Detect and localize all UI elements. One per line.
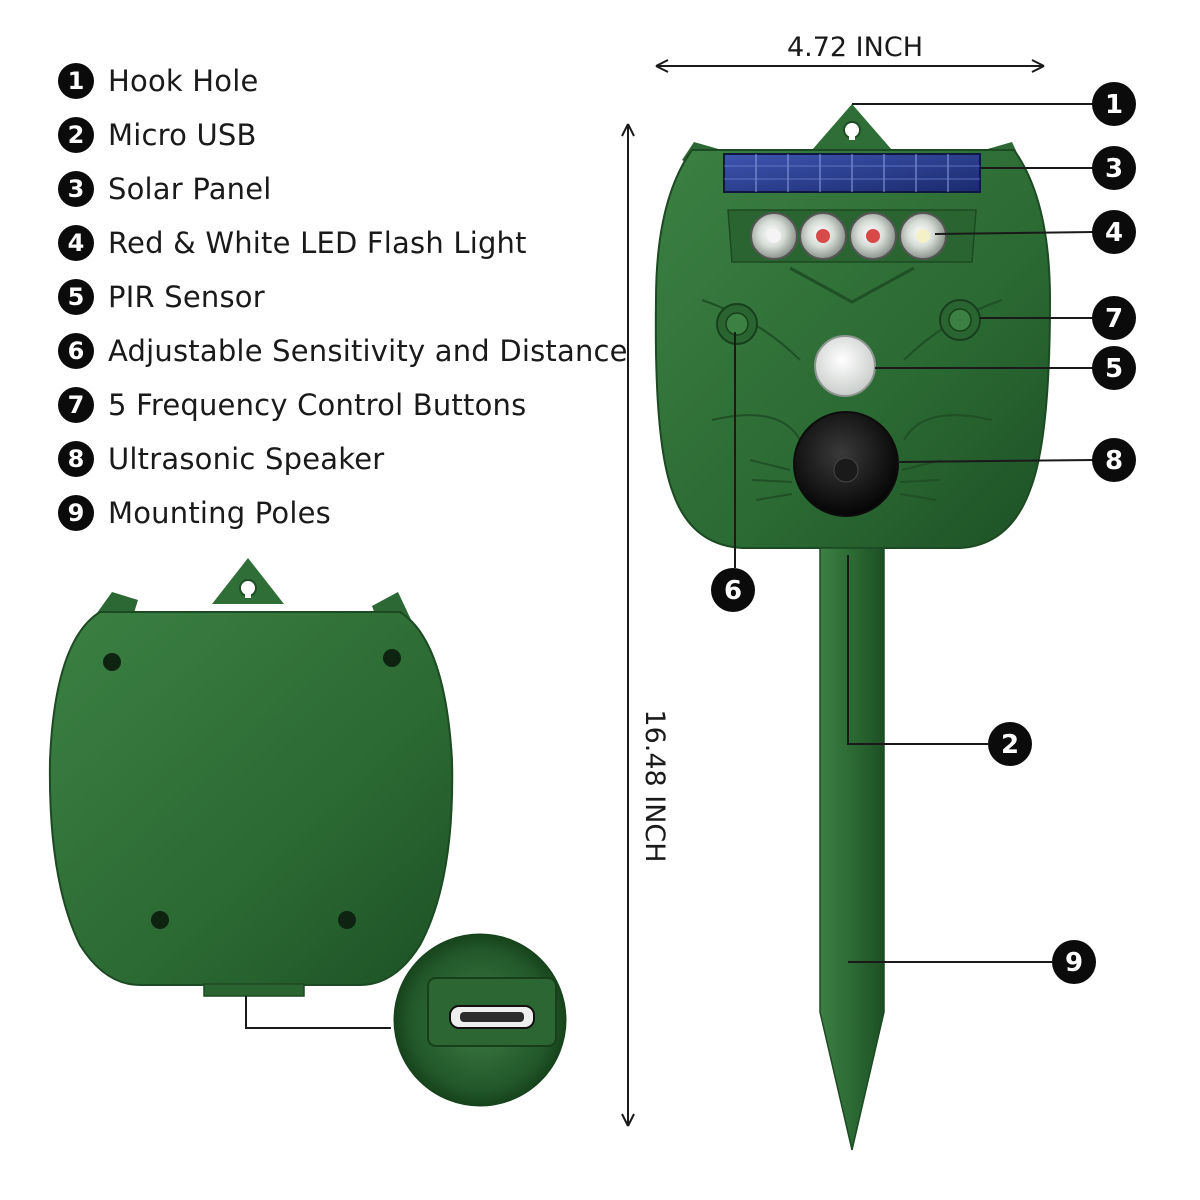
legend-item-led-flash-light: 4 Red & White LED Flash Light — [58, 216, 628, 270]
number-badge: 9 — [58, 495, 94, 531]
legend-item-sensitivity: 6 Adjustable Sensitivity and Distance — [58, 324, 628, 378]
callout-4: 4 — [1092, 210, 1136, 254]
callout-1: 1 — [1092, 82, 1136, 126]
callout-9: 9 — [1052, 940, 1096, 984]
number-badge: 3 — [58, 171, 94, 207]
feature-legend: 1 Hook Hole 2 Micro USB 3 Solar Panel 4 … — [58, 54, 628, 540]
height-label: 16.48 INCH — [639, 709, 670, 862]
legend-label: Red & White LED Flash Light — [108, 226, 527, 260]
legend-item-ultrasonic-speaker: 8 Ultrasonic Speaker — [58, 432, 628, 486]
number-badge: 1 — [58, 63, 94, 99]
led-lights — [750, 212, 947, 260]
legend-label: Mounting Poles — [108, 496, 331, 530]
callout-badges: 1 3 4 7 5 8 6 2 — [711, 82, 1136, 984]
legend-label: Micro USB — [108, 118, 257, 152]
frequency-button — [939, 299, 981, 341]
height-dimension: 16.48 INCH — [621, 123, 670, 1127]
legend-item-frequency-buttons: 7 5 Frequency Control Buttons — [58, 378, 628, 432]
number-badge: 6 — [58, 333, 94, 369]
callout-3: 3 — [1092, 146, 1136, 190]
callout-7: 7 — [1092, 296, 1136, 340]
svg-text:9: 9 — [1065, 948, 1083, 978]
pir-sensor — [814, 335, 876, 397]
svg-text:1: 1 — [1105, 90, 1123, 120]
callout-5: 5 — [1092, 346, 1136, 390]
device-front-view — [654, 104, 1052, 549]
sensitivity-knob — [716, 303, 758, 345]
width-label: 4.72 INCH — [787, 32, 923, 63]
svg-text:6: 6 — [724, 576, 742, 606]
legend-label: PIR Sensor — [108, 280, 265, 314]
legend-label: 5 Frequency Control Buttons — [108, 388, 527, 422]
usb-zoom-circle — [390, 930, 570, 1110]
svg-text:2: 2 — [1001, 730, 1019, 760]
svg-text:3: 3 — [1105, 154, 1123, 184]
number-badge: 8 — [58, 441, 94, 477]
callout-2: 2 — [988, 722, 1032, 766]
number-badge: 7 — [58, 387, 94, 423]
svg-text:4: 4 — [1105, 218, 1123, 248]
legend-item-hook-hole: 1 Hook Hole — [58, 54, 628, 108]
legend-label: Hook Hole — [108, 64, 259, 98]
number-badge: 2 — [58, 117, 94, 153]
callout-8: 8 — [1092, 438, 1136, 482]
callout-6: 6 — [711, 568, 755, 612]
legend-item-pir-sensor: 5 PIR Sensor — [58, 270, 628, 324]
legend-label: Ultrasonic Speaker — [108, 442, 385, 476]
number-badge: 4 — [58, 225, 94, 261]
svg-text:7: 7 — [1105, 304, 1123, 334]
legend-item-micro-usb: 2 Micro USB — [58, 108, 628, 162]
legend-label: Solar Panel — [108, 172, 272, 206]
legend-item-mounting-poles: 9 Mounting Poles — [58, 486, 628, 540]
mounting-pole — [819, 547, 885, 1151]
width-dimension: 4.72 INCH — [655, 32, 1045, 73]
legend-label: Adjustable Sensitivity and Distance — [108, 334, 628, 368]
number-badge: 5 — [58, 279, 94, 315]
callout-lines — [734, 103, 1095, 963]
svg-text:5: 5 — [1105, 354, 1123, 384]
svg-text:8: 8 — [1105, 446, 1123, 476]
device-back-view — [48, 558, 454, 997]
legend-item-solar-panel: 3 Solar Panel — [58, 162, 628, 216]
solar-panel — [723, 153, 981, 193]
